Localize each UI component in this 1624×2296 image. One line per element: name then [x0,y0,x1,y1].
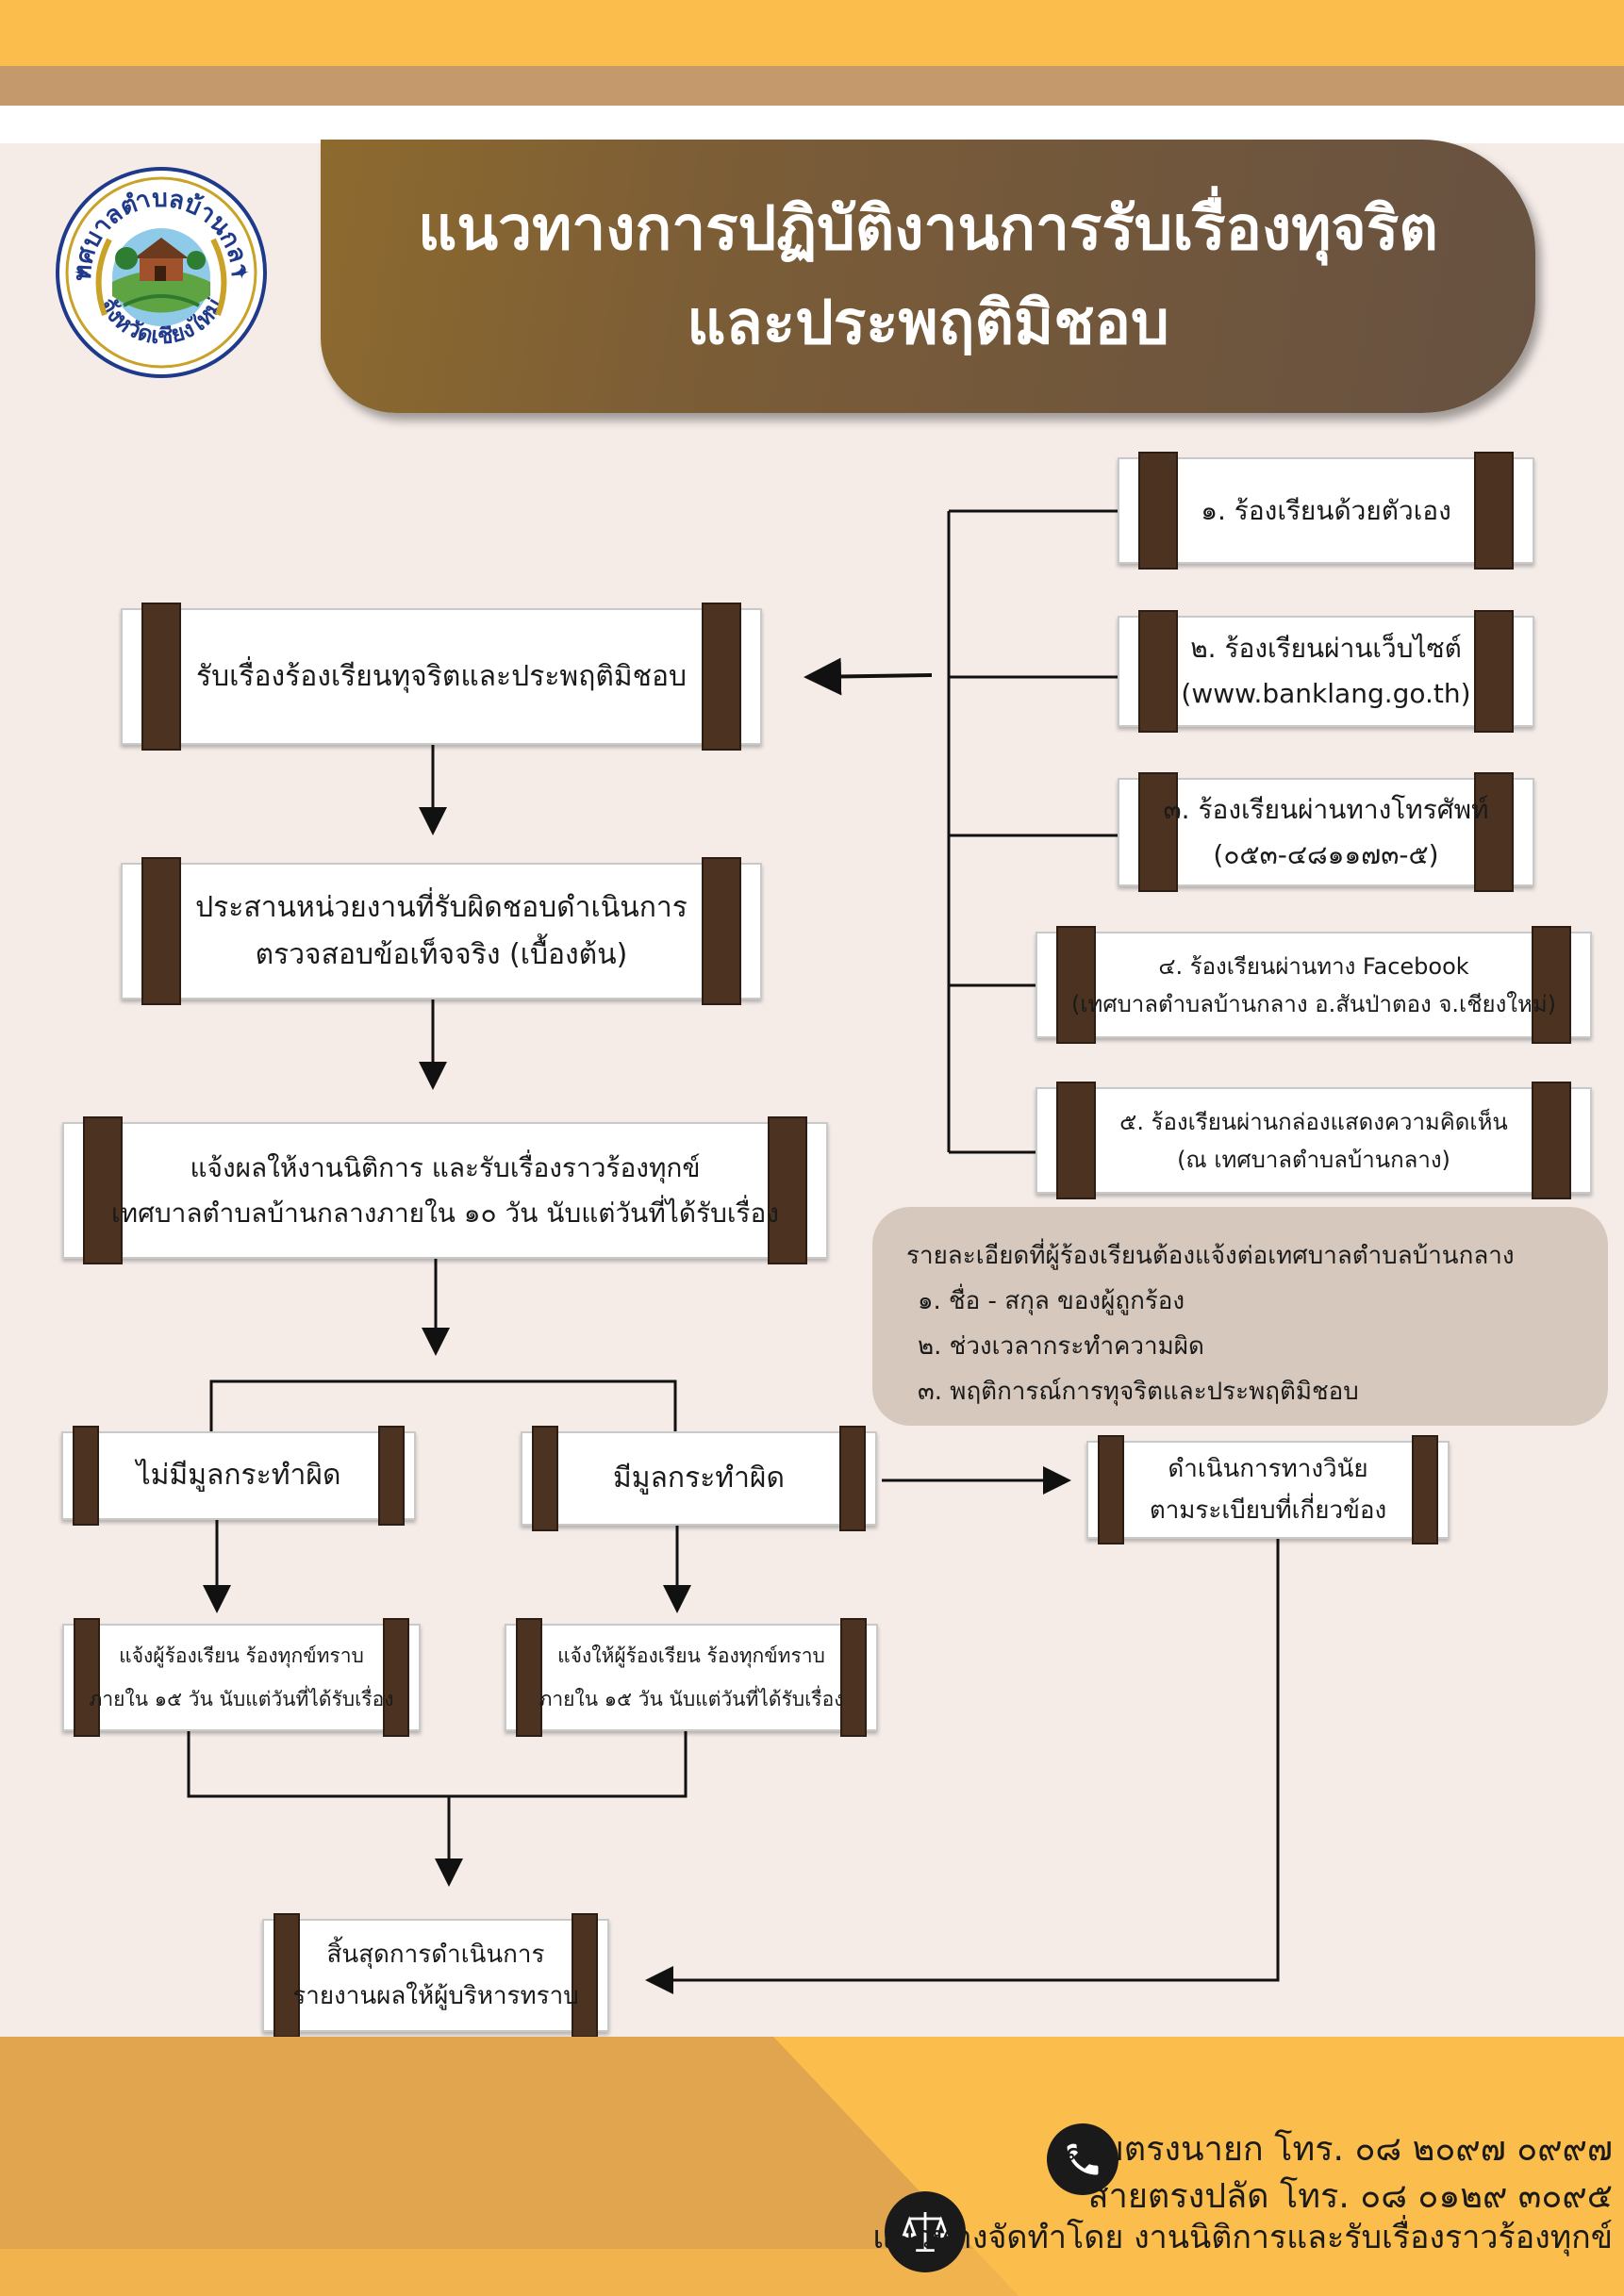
complaint-detail-item: ๓. พฤติการณ์การทุจริตและประพฤติมิชอบ [918,1378,1359,1406]
page-title-line2: และประพฤติมิชอบ [687,289,1169,358]
complaint-detail-item: ๑. ชื่อ - สกุล ของผู้ถูกร้อง [918,1287,1185,1315]
channel-1-text: ๑. ร้องเรียนด้วยตัวเอง [1201,494,1451,526]
no-grounds-box: ไม่มีมูลกระทำผิด [61,1426,416,1526]
prepared-by-text: แนวทางจัดทำโดย งานนิติการและรับเรื่องราว… [872,2219,1613,2256]
coordinate-text-line1: ประสานหน่วยงานที่รับผิดชอบดำเนินการ [195,890,688,924]
inform-complainant-right-box: แจ้งให้ผู้ร้องเรียน ร้องทุกข์ทราบ ภายใน … [505,1618,878,1737]
channel-5-text: ๕. ร้องเรียนผ่านกล่องแสดงความคิดเห็น [1119,1108,1508,1135]
page-title-line1: แนวทางการปฏิบัติงานการรับเรื่องทุจริต [418,194,1438,264]
end-process-text-line1: สิ้นสุดการดำเนินการ [326,1941,545,1969]
disciplinary-action-text-line2: ตามระเบียบที่เกี่ยวข้อง [1149,1496,1387,1525]
complaint-details-heading: รายละเอียดที่ผู้ร้องเรียนต้องแจ้งต่อเทศบ… [906,1242,1515,1270]
end-process-box: สิ้นสุดการดำเนินการ รายงานผลให้ผู้บริหาร… [262,1913,609,2038]
channel-3-subtext: (๐๕๓-๔๘๑๑๗๓-๕) [1213,838,1439,870]
header-band-tan [0,66,1624,106]
channel-4-subtext: (เทศบาลตำบลบ้านกลาง อ.สันป่าตอง จ.เชียงใ… [1070,990,1557,1017]
merge-connector [187,1731,688,1798]
scales-of-justice-icon [885,2191,966,2272]
inform-complainant-left-box: แจ้งผู้ร้องเรียน ร้องทุกข์ทราบ ภายใน ๑๕ … [62,1618,421,1737]
svg-text:✦: ✦ [74,261,90,284]
municipal-seal-logo: เทศบาลตำบลบ้านกลาง จังหวัดเชียงใหม่ ✦ ✦ [47,142,270,381]
channel-2-text: ๒. ร้องเรียนผ่านเว็บไซต์ [1190,633,1462,664]
phone-icon [1047,2123,1119,2195]
coordinate-text-line2: ตรวจสอบข้อเท็จจริง (เบื้องต้น) [255,937,628,971]
footer-decoration [0,2037,1624,2296]
receive-complaint-text: รับเรื่องร้องเรียนทุจริตและประพฤติมิชอบ [195,659,688,693]
channel-box-3: ๓. ร้องเรียนผ่านทางโทรศัพท์ (๐๕๓-๔๘๑๑๗๓-… [1118,772,1534,892]
hotline-mayor: สายตรงนายก โทร. ๐๘ ๒๐๙๗ ๐๙๙๗ [1064,2130,1613,2169]
disciplinary-action-text-line1: ดำเนินการทางวินัย [1168,1455,1368,1483]
channel-box-1: ๑. ร้องเรียนด้วยตัวเอง [1118,452,1534,570]
channel-box-5: ๕. ร้องเรียนผ่านกล่องแสดงความคิดเห็น (ณ … [1036,1082,1592,1199]
split-connector [209,1379,677,1431]
channel-box-2: ๒. ร้องเรียนผ่านเว็บไซต์ (www.banklang.g… [1118,610,1534,733]
inform-left-text-line2: ภายใน ๑๕ วัน นับแต่วันที่ได้รับเรื่อง [89,1688,394,1710]
notify-legal-box: แจ้งผลให้งานนิติการ และรับเรื่องราวร้องท… [62,1116,828,1264]
channel-box-4: ๔. ร้องเรียนผ่านทาง Facebook (เทศบาลตำบล… [1036,926,1592,1044]
coordinate-box: ประสานหน่วยงานที่รับผิดชอบดำเนินการ ตรวจ… [121,857,762,1005]
has-grounds-box: มีมูลกระทำผิด [521,1426,877,1531]
inform-left-text-line1: แจ้งผู้ร้องเรียน ร้องทุกข์ทราบ [119,1644,364,1667]
end-process-text-line2: รายงานผลให้ผู้บริหารทราบ [292,1982,579,2010]
no-grounds-text: ไม่มีมูลกระทำผิด [136,1459,341,1492]
channel-3-text: ๓. ร้องเรียนผ่านทางโทรศัพท์ [1163,793,1489,825]
arrow-to-receive [804,657,933,696]
hotline-deputy: สายตรงปลัด โทร. ๐๘ ๐๑๒๙ ๓๐๙๕ [1087,2177,1613,2216]
channel-2-subtext: (www.banklang.go.th) [1181,678,1471,709]
complaint-detail-item: ๒. ช่วงเวลากระทำความผิด [918,1332,1204,1361]
receive-complaint-box: รับเรื่องร้องเรียนทุจริตและประพฤติมิชอบ [121,603,762,751]
svg-text:✦: ✦ [234,261,250,284]
complaint-details-box: รายละเอียดที่ผู้ร้องเรียนต้องแจ้งต่อเทศบ… [872,1207,1608,1426]
inform-right-text-line1: แจ้งให้ผู้ร้องเรียน ร้องทุกข์ทราบ [557,1644,825,1667]
channel-5-subtext: (ณ เทศบาลตำบลบ้านกลาง) [1177,1146,1450,1173]
disciplinary-action-box: ดำเนินการทางวินัย ตามระเบียบที่เกี่ยวข้อ… [1086,1435,1450,1544]
channel-4-text: ๔. ร้องเรียนผ่านทาง Facebook [1158,952,1469,980]
notify-legal-text-line2: เทศบาลตำบลบ้านกลางภายใน ๑๐ วัน นับแต่วัน… [111,1197,779,1229]
notify-legal-text-line1: แจ้งผลให้งานนิติการ และรับเรื่องราวร้องท… [190,1151,701,1183]
has-grounds-text: มีมูลกระทำผิด [612,1462,785,1495]
arrow-discipline-to-end [645,1539,1280,1994]
header-band-white [0,106,1624,143]
title-banner: แนวทางการปฏิบัติงานการรับเรื่องทุจริต แล… [321,140,1535,413]
header-band-yellow [0,0,1624,66]
inform-right-text-line2: ภายใน ๑๕ วัน นับแต่วันที่ได้รับเรื่อง [539,1688,844,1710]
